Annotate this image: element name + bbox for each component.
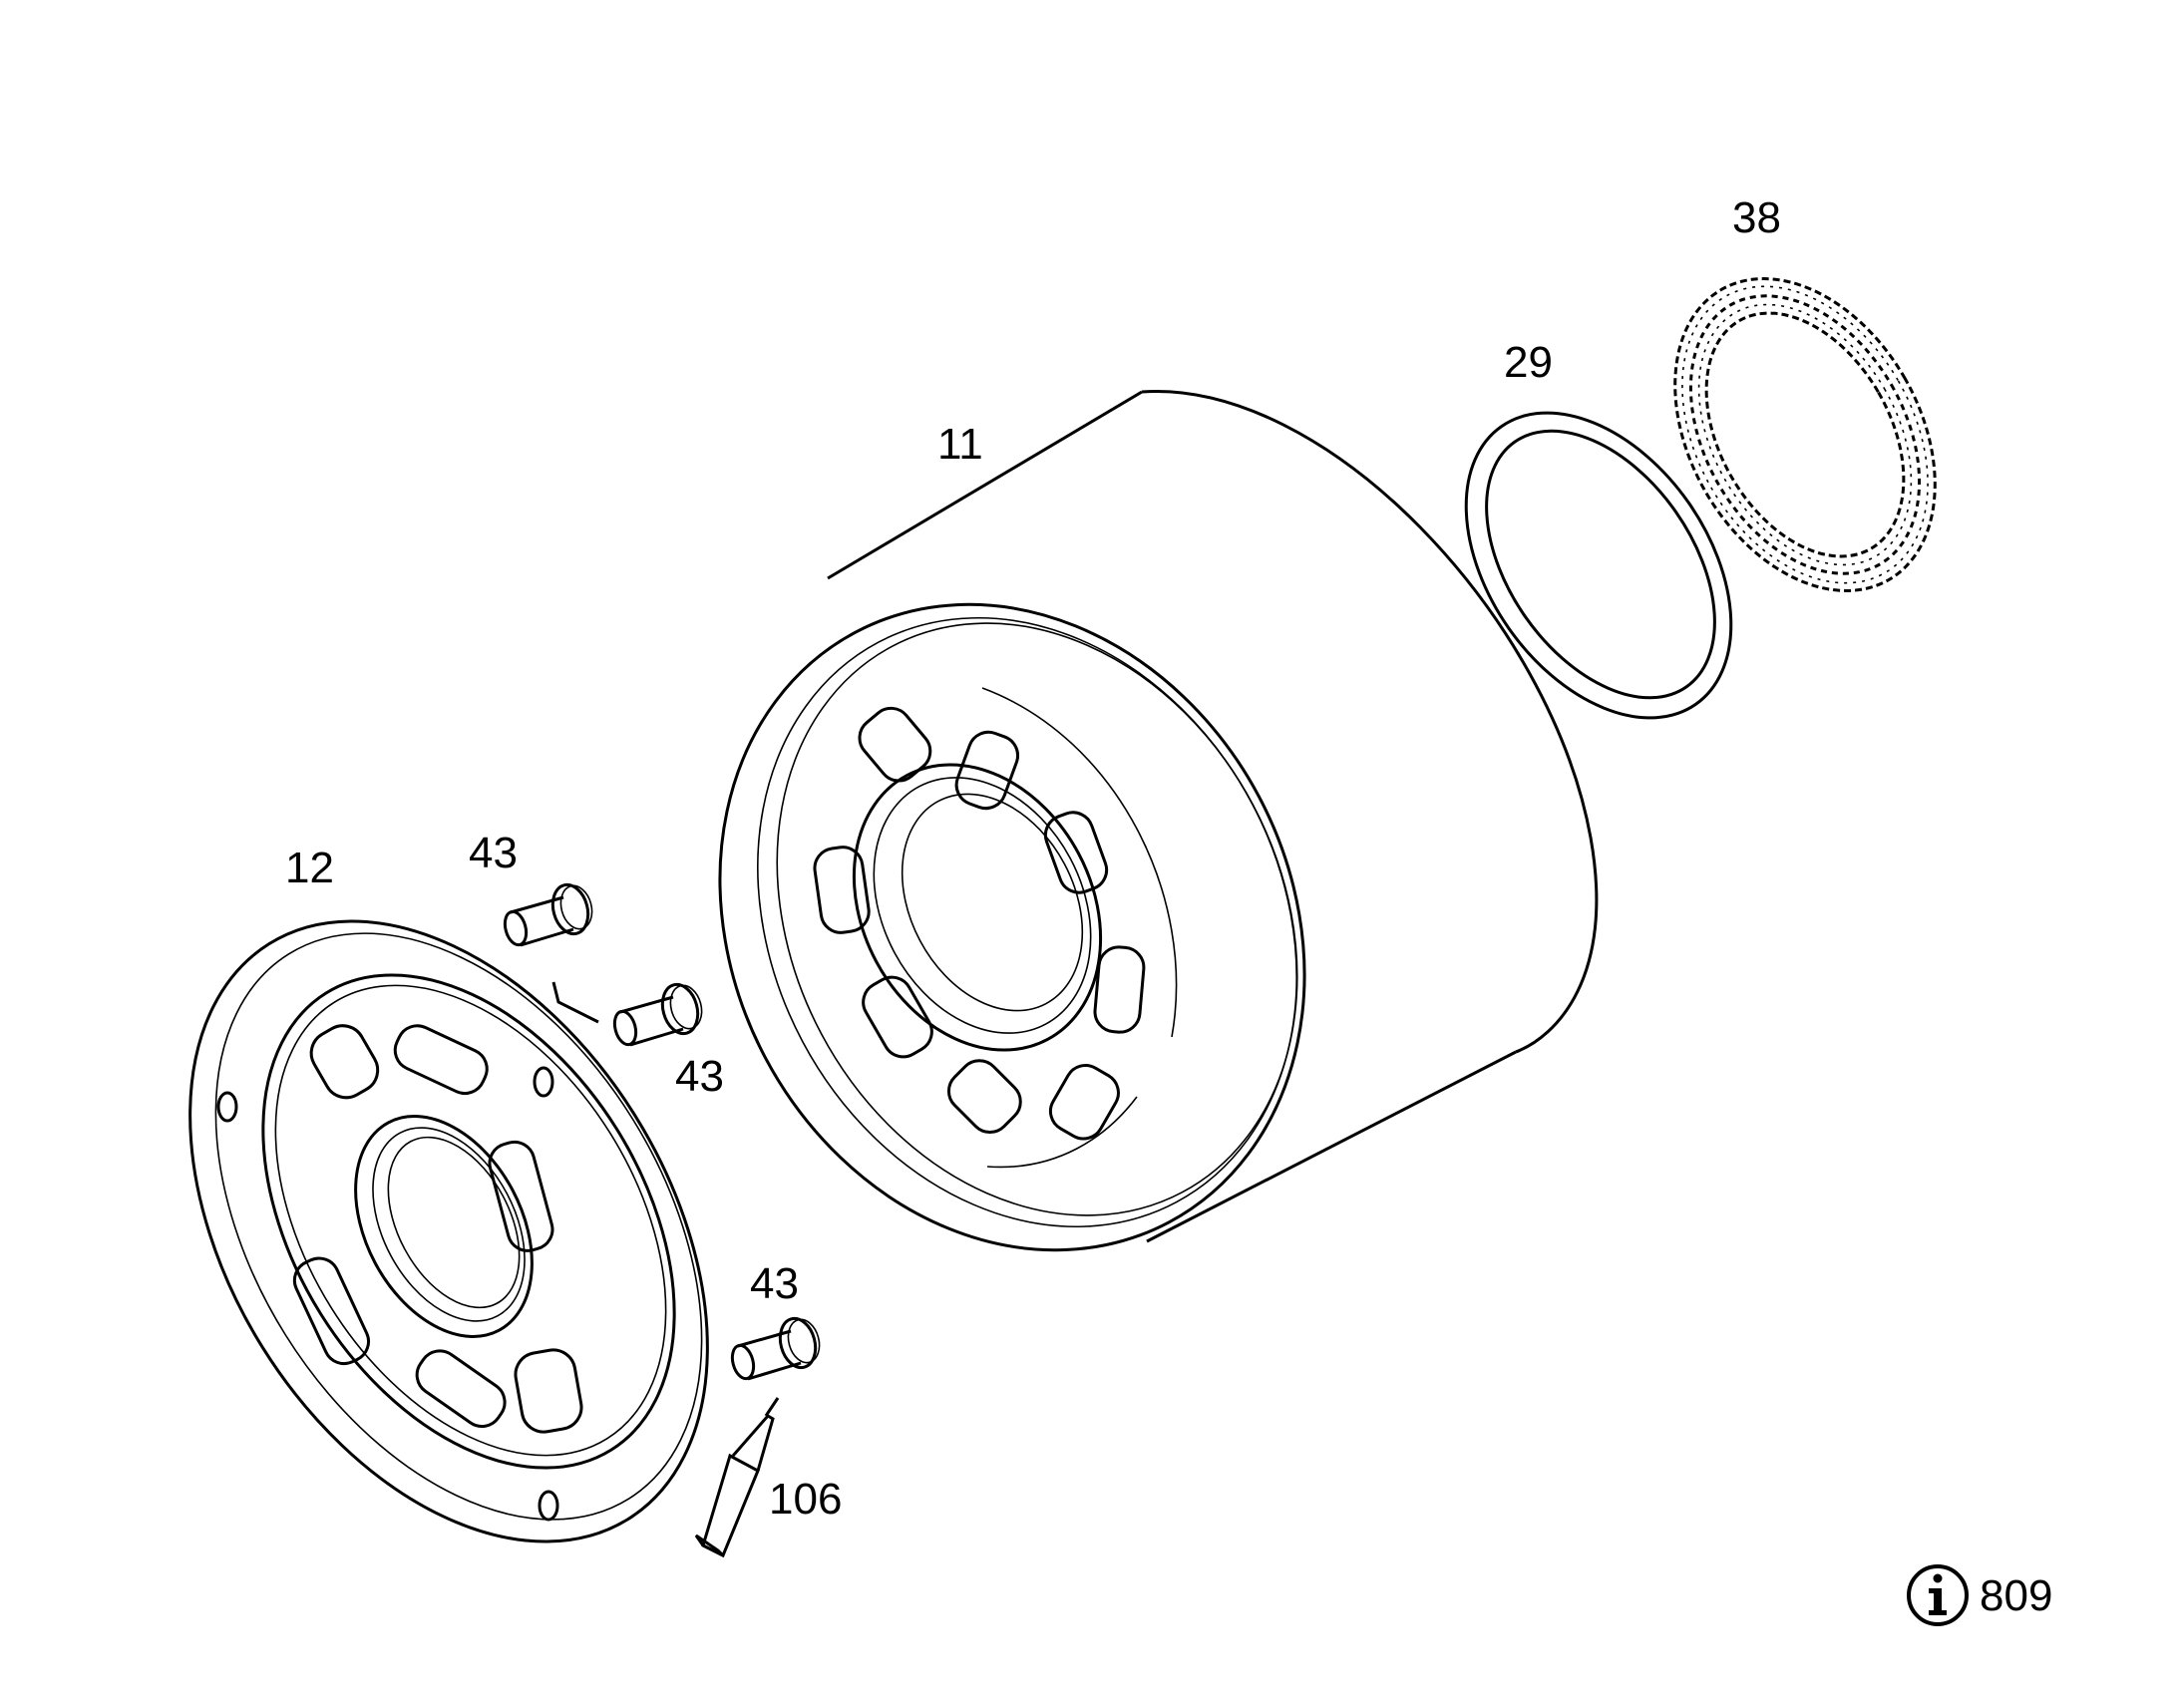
flange-hole <box>533 1066 554 1098</box>
info-number: 809 <box>1980 1571 2052 1620</box>
label-part-12: 12 <box>285 844 334 892</box>
label-part-43: 43 <box>675 1052 724 1101</box>
info-reference: 809 <box>1907 1564 2052 1626</box>
info-circle-icon <box>1907 1564 1969 1626</box>
label-part-43: 43 <box>750 1259 799 1308</box>
valve-plate <box>188 919 709 1543</box>
valve-plate-ports <box>292 1024 583 1434</box>
label-part-29: 29 <box>1504 338 1553 387</box>
flange-hole <box>538 1490 559 1522</box>
flange-hole <box>216 1091 238 1123</box>
pin <box>503 882 593 947</box>
label-part-106: 106 <box>769 1475 842 1524</box>
ring <box>1464 411 1733 720</box>
cylinder-ports <box>813 706 1146 1141</box>
sealant-tube-icon <box>694 1397 780 1558</box>
label-part-38: 38 <box>1732 193 1781 242</box>
spring-ring <box>1673 277 1937 592</box>
label-part-11: 11 <box>937 420 983 469</box>
label-part-43: 43 <box>469 829 518 877</box>
pin <box>612 982 703 1047</box>
cylinder-block <box>718 390 1599 1252</box>
pin <box>730 1316 821 1381</box>
